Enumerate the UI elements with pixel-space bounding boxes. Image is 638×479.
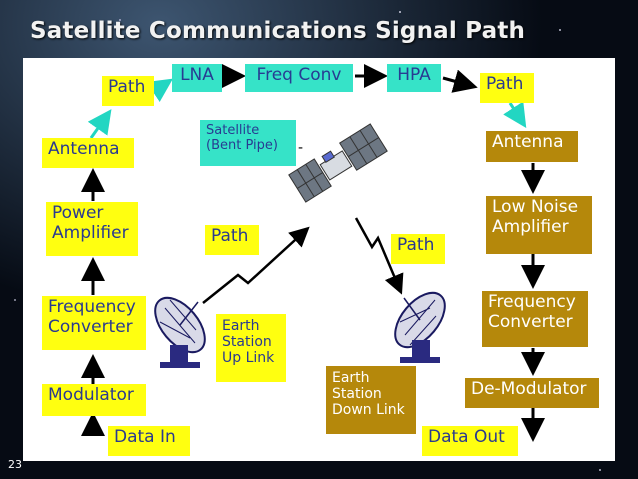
arrow-hpa-path	[442, 69, 478, 93]
downlink-frequency-converter-box: Frequency Converter	[482, 291, 588, 347]
downlink-beam-path-box: Path	[391, 234, 445, 264]
uplink-beam	[202, 226, 310, 304]
arrow-path-antenna-down	[503, 101, 527, 129]
data-out-box: Data Out	[422, 426, 518, 456]
arrow-path-lna	[146, 78, 173, 102]
low-noise-amplifier-box: Low Noise Amplifier	[486, 196, 592, 254]
data-in-box: Data In	[108, 426, 190, 456]
uplink-dish-icon	[154, 296, 206, 368]
satellite-icon	[288, 123, 388, 203]
lna-box: LNA	[172, 64, 222, 92]
demodulator-box: De-Modulator	[465, 378, 599, 408]
freq-conv-box: Freq Conv	[245, 64, 353, 92]
uplink-antenna-box: Antenna	[42, 138, 134, 168]
slide-title: Satellite Communications Signal Path	[30, 18, 526, 44]
arrow-antenna-path	[87, 109, 112, 139]
uplink-frequency-converter-box: Frequency Converter	[42, 296, 146, 350]
satellite-label-dash: -	[298, 140, 304, 156]
downlink-path-box: Path	[480, 73, 534, 103]
earth-station-down-link-box: Earth Station Down Link	[326, 366, 416, 434]
earth-station-up-link-box: Earth Station Up Link	[216, 314, 286, 382]
downlink-dish-icon	[394, 291, 446, 363]
power-amplifier-box: Power Amplifier	[46, 202, 138, 256]
hpa-box: HPA	[387, 64, 441, 92]
page-number: 23	[8, 458, 22, 471]
uplink-path-box: Path	[102, 76, 154, 106]
uplink-beam-path-box: Path	[205, 225, 259, 255]
modulator-box: Modulator	[42, 384, 146, 416]
satellite-label-box: Satellite (Bent Pipe)	[200, 120, 296, 166]
downlink-antenna-box: Antenna	[486, 131, 578, 162]
downlink-beam	[354, 217, 404, 295]
